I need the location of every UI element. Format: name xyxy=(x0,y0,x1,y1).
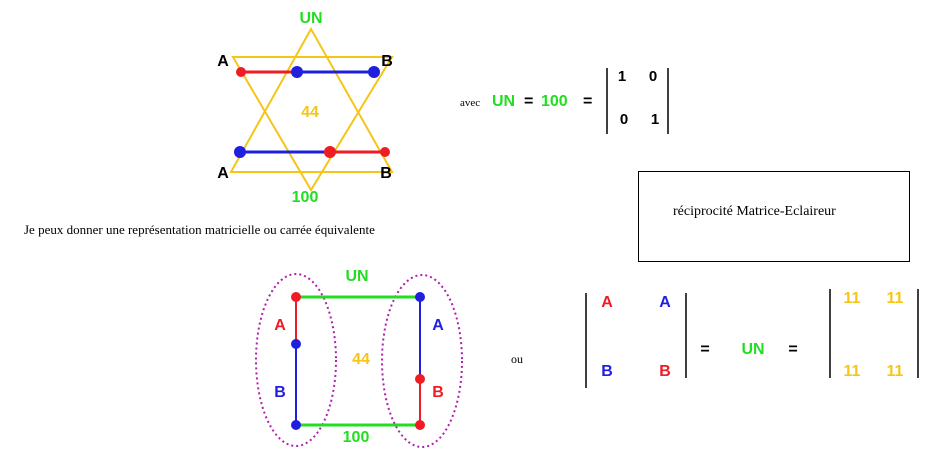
square-right-top-label: A xyxy=(432,317,444,334)
square-node-right-mid xyxy=(415,374,425,384)
eq1-matrix-cell: 1 xyxy=(618,68,626,85)
eq2-right-matrix-cell: 11 xyxy=(887,363,904,380)
eq1-matrix-cell: 0 xyxy=(649,68,657,85)
right-dotted-ellipse xyxy=(381,274,463,448)
eq1-equals-2: = xyxy=(583,93,592,110)
star-top-label: UN xyxy=(299,10,322,27)
ou-label: ou xyxy=(511,352,523,366)
square-left-bottom-label: B xyxy=(274,384,286,401)
square-node-top-right xyxy=(415,292,425,302)
eq2-right-matrix-cell: 11 xyxy=(887,290,904,307)
star-node-top-mid xyxy=(291,66,303,78)
square-node-left-mid xyxy=(291,339,301,349)
star-diagram: UN 100 44 A B A B xyxy=(217,10,394,206)
eq2-left-matrix-cell: B xyxy=(601,363,613,380)
square-node-top-left xyxy=(291,292,301,302)
square-left-top-label: A xyxy=(274,317,286,334)
reciprocity-box: réciprocité Matrice-Eclaireur xyxy=(638,171,910,262)
star-node-bottom-left xyxy=(234,146,246,158)
star-node-bottom-right xyxy=(380,147,390,157)
star-label-top-right: B xyxy=(381,53,393,70)
avec-label: avec xyxy=(460,97,480,109)
square-right-bottom-label: B xyxy=(432,384,444,401)
left-dotted-ellipse xyxy=(255,273,337,447)
eq2-right-matrix-cell: 11 xyxy=(844,363,861,380)
star-node-top-left xyxy=(236,67,246,77)
square-node-bottom-right xyxy=(415,420,425,430)
eq2-left-matrix-cell: B xyxy=(659,363,671,380)
equation-matrix: A A B B = UN = 11 11 11 11 xyxy=(585,289,919,388)
square-top-label: UN xyxy=(345,268,368,285)
star-label-top-left: A xyxy=(217,53,229,70)
star-node-bottom-mid xyxy=(324,146,336,158)
eq1-equals-1: = xyxy=(524,93,533,110)
star-triangle-up xyxy=(229,26,394,173)
star-node-top-right xyxy=(368,66,380,78)
star-bottom-label: 100 xyxy=(292,189,319,206)
eq1-matrix-cell: 1 xyxy=(651,111,659,128)
reciprocity-box-text: réciprocité Matrice-Eclaireur xyxy=(673,204,836,219)
caption-text: Je peux donner une représentation matric… xyxy=(24,222,375,237)
eq2-right-matrix-cell: 11 xyxy=(844,290,861,307)
square-node-bottom-left xyxy=(291,420,301,430)
eq2-equals-2: = xyxy=(788,341,797,358)
eq2-un: UN xyxy=(741,341,764,358)
square-bottom-label: 100 xyxy=(343,429,370,446)
eq1-un: UN xyxy=(492,93,515,110)
equation-identity: avec UN = 100 = 1 0 0 1 xyxy=(460,68,669,134)
square-center-label: 44 xyxy=(352,351,370,368)
eq2-left-matrix-cell: A xyxy=(601,294,613,311)
square-diagram: UN 100 44 A B A B xyxy=(255,268,463,448)
eq1-matrix-cell: 0 xyxy=(620,111,628,128)
eq1-value: 100 xyxy=(541,93,568,110)
star-center-label: 44 xyxy=(301,104,319,121)
star-triangle-down xyxy=(231,56,394,192)
star-label-bottom-right: B xyxy=(380,165,392,182)
eq2-left-matrix-cell: A xyxy=(659,294,671,311)
eq2-equals-1: = xyxy=(700,341,709,358)
star-label-bottom-left: A xyxy=(217,165,229,182)
